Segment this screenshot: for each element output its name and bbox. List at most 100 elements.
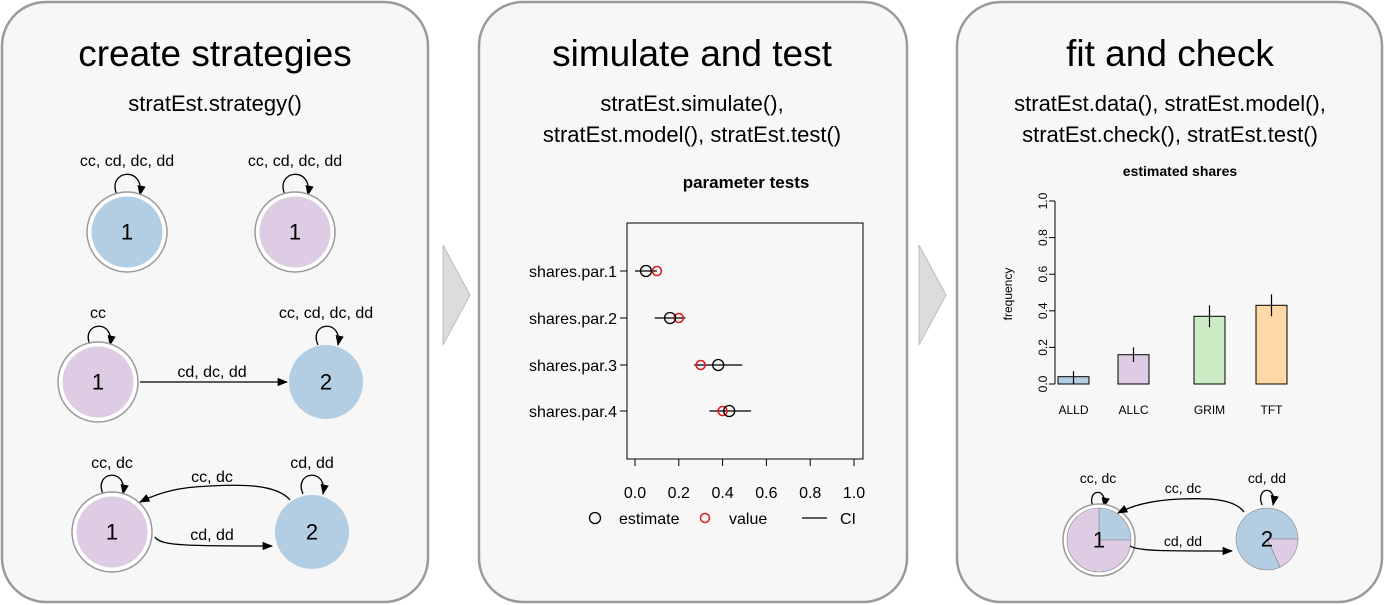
loop-label: cd, dd — [1248, 470, 1286, 486]
y-tick-label: 0.2 — [1036, 339, 1050, 356]
state-number: 1 — [1093, 528, 1105, 553]
edge-label: cc, dc — [1165, 480, 1202, 496]
loop-label: cc, cd, dc, dd — [279, 305, 373, 322]
loop-label: cc, cd, dc, dd — [80, 153, 174, 170]
function-name: stratEst.strategy() — [128, 91, 302, 116]
pie-slice — [1098, 507, 1132, 541]
y-tick-label: shares.par.3 — [529, 358, 617, 375]
arrow-right-icon — [918, 244, 947, 346]
state-node-pie — [1066, 507, 1132, 573]
edge-label: cd, dd — [190, 527, 234, 544]
edge-label: cd, dd — [1164, 533, 1202, 549]
y-tick-label: 0.4 — [1036, 302, 1050, 319]
self-loop-arrow — [114, 173, 146, 197]
arrow-right-icon — [442, 244, 471, 346]
legend-ci-label: CI — [840, 511, 856, 528]
loop-label: cc, dc — [1080, 470, 1117, 486]
state-number: 1 — [92, 370, 104, 395]
legend-value-symbol — [699, 512, 711, 524]
plot-frame — [626, 222, 864, 460]
state-number: 2 — [1261, 527, 1273, 552]
pie-slice — [1235, 507, 1299, 571]
panel-create-strategies — [0, 0, 430, 604]
x-tick-label: GRIM — [1194, 403, 1225, 417]
value-point — [717, 405, 728, 417]
loop-label: cc, cd, dc, dd — [248, 153, 342, 170]
y-tick-label: 1.0 — [1036, 192, 1050, 209]
self-loop-arrow — [100, 474, 129, 496]
self-loop-arrow — [1090, 491, 1110, 509]
transition-arrow — [139, 484, 291, 503]
self-loop-arrow — [87, 325, 116, 347]
x-tick-label: 0.0 — [624, 485, 646, 502]
y-tick-label: shares.par.4 — [529, 404, 617, 421]
y-tick-label: 0.0 — [1036, 375, 1050, 392]
estimate-point — [639, 264, 653, 278]
state-node — [76, 496, 148, 568]
y-tick-label: shares.par.1 — [529, 264, 617, 281]
self-loop-arrow — [1259, 489, 1279, 507]
state-number: 1 — [106, 520, 118, 545]
value-point — [695, 359, 707, 371]
parameter-tests-chart: parameter tests shares.par.1shares.par.2… — [529, 173, 865, 528]
self-loop-arrow — [282, 173, 314, 197]
loop-label: cc, dc — [91, 455, 133, 472]
y-tick-label: 0.8 — [1036, 229, 1050, 246]
strategy-allD: cc, cd, dc, dd 1 — [80, 153, 174, 273]
edge-label: cc, dc — [191, 469, 233, 486]
x-tick-label: 0.6 — [755, 485, 777, 502]
state-node — [275, 495, 349, 569]
estimated-shares-chart: estimated shares frequency 0.00.20.40.60… — [1001, 163, 1288, 417]
bar — [1255, 304, 1288, 385]
fitted-strategy-diagram: cc, dc 1 cd, dd 2 cc, dc cd, dd — [1062, 470, 1299, 577]
state-number: 2 — [320, 370, 332, 395]
function-name: stratEst.check(), stratEst.test() — [1022, 122, 1318, 147]
function-name: stratEst.model(), stratEst.test() — [543, 122, 841, 147]
panel-title: create strategies — [78, 33, 352, 74]
state-number: 1 — [289, 220, 301, 245]
x-tick-label: 1.0 — [843, 485, 865, 502]
pie-slice — [1266, 538, 1299, 568]
state-node — [62, 346, 134, 418]
estimate-point — [723, 404, 736, 418]
estimate-point — [663, 311, 677, 325]
panel-simulate-and-test — [477, 0, 909, 604]
legend: estimate value CI — [588, 511, 856, 528]
state-node — [289, 345, 363, 419]
state-node-pie — [1235, 507, 1299, 571]
function-name: stratEst.data(), stratEst.model(), — [1014, 91, 1326, 116]
x-tick-label: 0.8 — [799, 485, 821, 502]
strategy-grim: cc 1 cc, cd, dc, dd 2 cd, dc, dd — [57, 305, 373, 423]
transition-arrow — [154, 536, 274, 551]
bar — [1193, 315, 1226, 385]
x-tick-label: 0.4 — [711, 485, 733, 502]
panel-title: fit and check — [1066, 33, 1274, 74]
y-axis-label: frequency — [1001, 268, 1015, 321]
legend-estimate-symbol — [588, 511, 602, 525]
self-loop-arrow — [300, 474, 329, 496]
state-number: 1 — [121, 220, 133, 245]
estimate-point — [712, 358, 725, 372]
legend-estimate-label: estimate — [619, 511, 680, 528]
value-point — [673, 312, 685, 324]
panel-fit-and-check — [955, 0, 1384, 604]
state-node — [91, 196, 163, 268]
x-tick-label: 0.2 — [668, 485, 690, 502]
transition-arrow — [1117, 497, 1245, 514]
transition-arrow — [1129, 545, 1234, 556]
pie-slice — [1066, 507, 1132, 573]
strategy-allC: cc, cd, dc, dd 1 — [248, 153, 342, 273]
y-tick-label: shares.par.2 — [529, 311, 617, 328]
x-tick-label: ALLC — [1118, 403, 1148, 417]
legend-value-label: value — [729, 511, 767, 528]
value-point — [651, 265, 663, 277]
edge-label: cd, dc, dd — [177, 364, 246, 381]
loop-label: cc — [90, 305, 106, 322]
strategy-tft: cc, dc 1 cd, dd 2 cc, dc cd, dd — [71, 455, 349, 573]
chart-title: estimated shares — [1123, 163, 1238, 179]
state-node — [259, 196, 331, 268]
panel-title: simulate and test — [552, 33, 832, 74]
state-number: 2 — [306, 520, 318, 545]
loop-label: cd, dd — [290, 455, 334, 472]
